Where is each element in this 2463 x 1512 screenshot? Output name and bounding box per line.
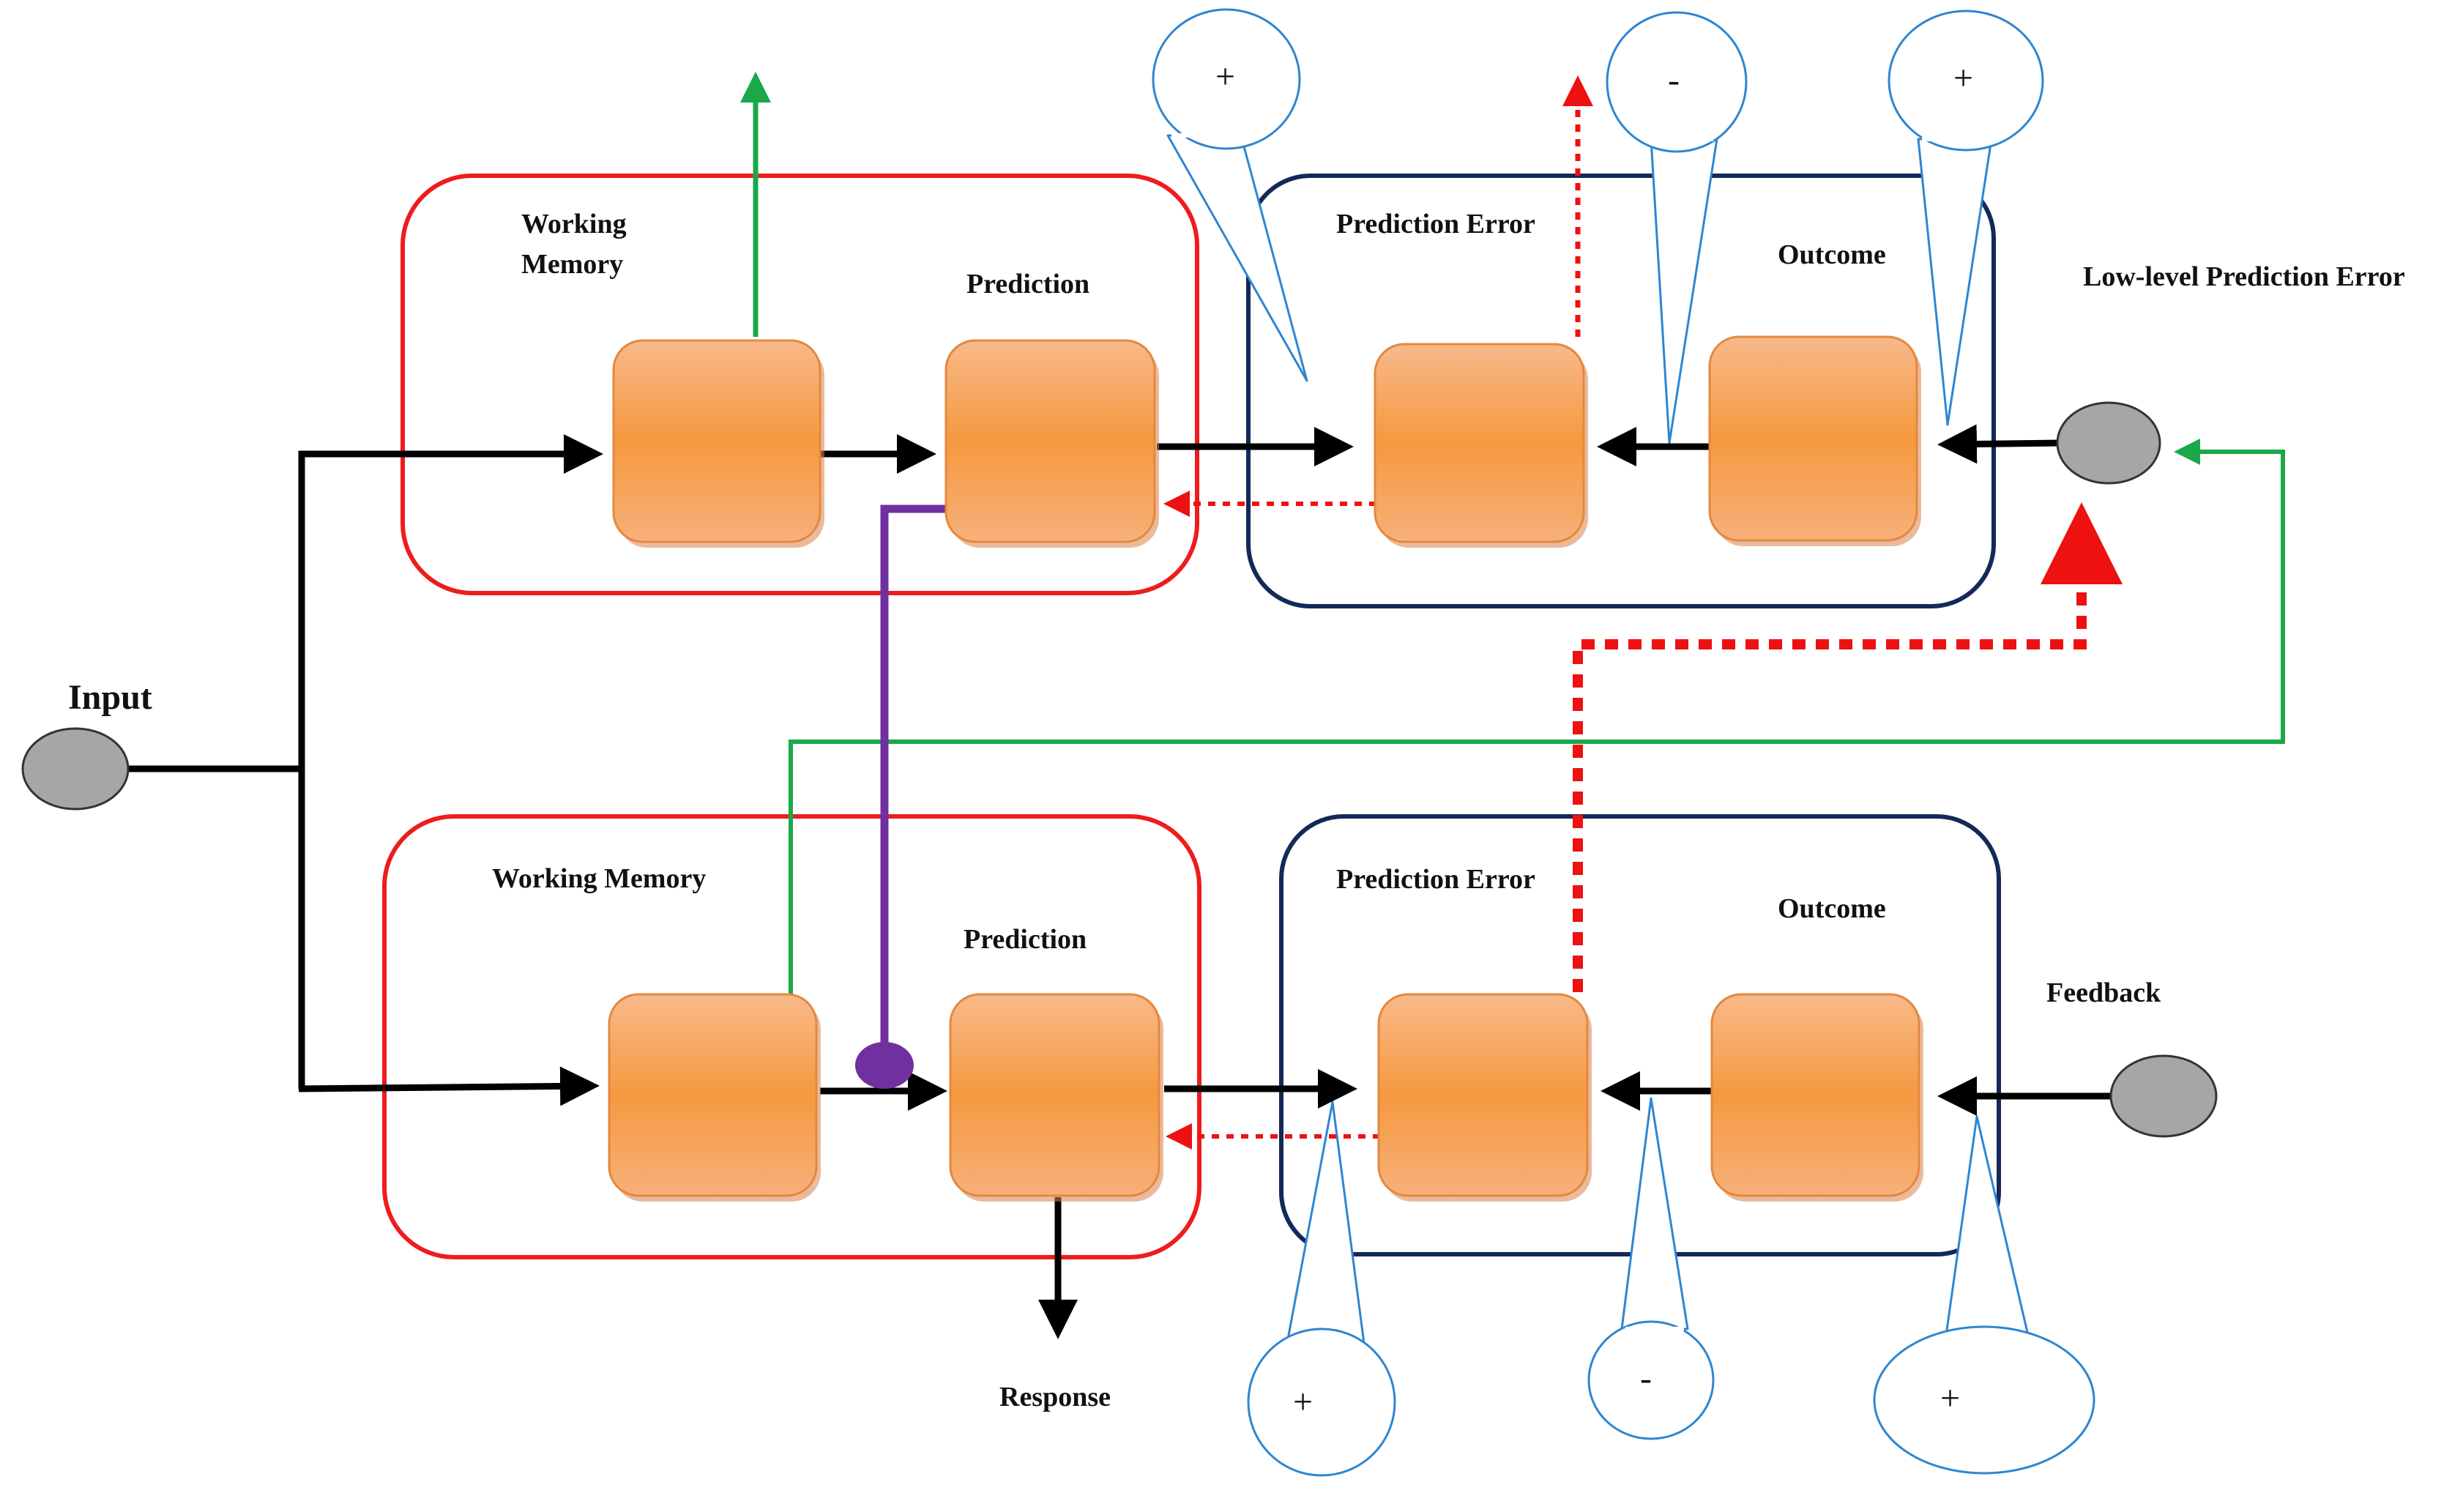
lowlevel-node-to-outcome-arrow <box>1937 424 2062 464</box>
callout-top-left-plus: + <box>1152 8 1308 382</box>
input-node <box>21 727 130 811</box>
callout-bottom-right-plus: + <box>1873 1115 2095 1475</box>
feedback-label: Feedback <box>2046 977 2161 1008</box>
top-outcome-unit <box>1708 335 1921 546</box>
callout-bottom-minus: - <box>1587 1097 1715 1440</box>
plus-sign: + <box>1940 1379 1960 1418</box>
top-error-frame <box>1246 174 1996 608</box>
plus-sign: + <box>1293 1382 1313 1421</box>
callout-top-minus: - <box>1606 11 1748 444</box>
bottom-prediction-error-label: Prediction Error <box>1336 864 1535 895</box>
purple-link-terminal <box>855 1042 914 1089</box>
bottom-memory-to-lowlevel-green-arrow <box>789 439 2285 994</box>
top-prediction-label: Prediction <box>966 269 1089 299</box>
minus-sign: - <box>1640 1359 1652 1398</box>
top-working-memory-label-line2: Memory <box>521 249 623 280</box>
top-outcome-label: Outcome <box>1778 239 1886 270</box>
callout-top-right-plus: + <box>1888 10 2044 426</box>
top-working-memory-unit <box>612 339 824 548</box>
bottom-outcome-label: Outcome <box>1778 893 1886 924</box>
bottom-prediction-label: Prediction <box>964 924 1087 955</box>
bottom-prediction-unit <box>949 993 1163 1202</box>
response-label: Response <box>999 1382 1111 1412</box>
top-working-memory-label-line1: Working <box>521 209 627 239</box>
bottom-working-memory-label: Working Memory <box>492 863 706 894</box>
bottom-error-to-lowlevel-red-dotted-arrow <box>1573 502 2123 992</box>
plus-sign: + <box>1953 59 1973 97</box>
minus-sign: - <box>1668 61 1680 100</box>
input-to-bottom-memory-arrow <box>298 1066 600 1106</box>
callout-bottom-left-plus: + <box>1247 1101 1396 1477</box>
low-level-prediction-error-node <box>2056 401 2161 485</box>
bottom-outcome-unit <box>1710 993 1923 1202</box>
feedback-node <box>2109 1054 2218 1138</box>
bottom-prediction-error-unit <box>1377 993 1592 1202</box>
plus-sign: + <box>1215 57 1235 96</box>
purple-modulation-link <box>880 504 952 1063</box>
top-prediction-error-label: Prediction Error <box>1336 209 1535 239</box>
low-level-prediction-error-label: Low-level Prediction Error <box>2083 261 2405 292</box>
top-prediction-unit <box>944 339 1159 548</box>
top-prediction-error-unit <box>1374 343 1588 548</box>
top-memory-frame <box>400 174 1199 595</box>
bottom-working-memory-unit <box>608 993 821 1202</box>
input-label: Input <box>68 678 152 717</box>
